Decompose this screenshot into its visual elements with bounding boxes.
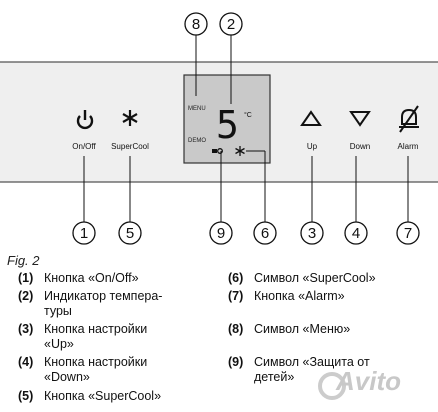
legend-text-cont: «Down» (44, 370, 90, 384)
callout-5-circle (118, 221, 142, 245)
callout-2-number: 2 (227, 16, 235, 33)
callout-1-number: 1 (80, 225, 88, 242)
bell-off-icon[interactable] (399, 105, 419, 133)
legend-item-2: (2) Индикатор темпера-туры (18, 289, 162, 319)
display-snowflake-icon (235, 146, 245, 156)
callout-2-circle (219, 12, 243, 36)
temperature-unit: °C (244, 111, 252, 119)
triangle-up-icon[interactable] (300, 110, 322, 126)
legend-text: Символ «Защита от (254, 355, 370, 369)
temperature-value: 5 (216, 103, 239, 147)
legend-item-3: (3) Кнопка настройки«Up» (18, 322, 147, 352)
callout-3-circle (300, 221, 324, 245)
legend-num: (1) (18, 271, 34, 285)
power-icon[interactable] (76, 110, 94, 130)
figure-label: Fig. 2 (7, 253, 40, 268)
callout-4-number: 4 (352, 225, 360, 242)
legend-item-4: (4) Кнопка настройки«Down» (18, 355, 147, 385)
legend-text-cont: «Up» (44, 337, 74, 351)
callout-6-number: 6 (261, 225, 269, 242)
legend-item-7: (7) Кнопка «Alarm» (228, 289, 345, 304)
legend-num: (9) (228, 355, 244, 369)
legend-text: Кнопка настройки (44, 322, 148, 336)
callout-7-number: 7 (404, 225, 412, 242)
legend-text: Кнопка настройки (44, 355, 148, 369)
legend-text: Кнопка «On/Off» (44, 271, 139, 285)
legend-num: (5) (18, 389, 34, 403)
triangle-down-icon[interactable] (349, 111, 371, 127)
legend-item-5: (5) Кнопка «SuperCool» (18, 389, 161, 404)
callout-8-number: 8 (192, 16, 200, 33)
legend-item-8: (8) Символ «Меню» (228, 322, 350, 337)
legend-text: Индикатор темпера- (44, 289, 163, 303)
callout-9-number: 9 (217, 225, 225, 242)
callout-5-number: 5 (126, 225, 134, 242)
key-lock-icon (212, 148, 223, 154)
demo-symbol: DEMO (188, 138, 206, 144)
legend-item-6: (6) Символ «SuperCool» (228, 271, 376, 286)
callout-8-circle (184, 12, 208, 36)
legend-num: (7) (228, 289, 244, 303)
legend-num: (2) (18, 289, 34, 303)
menu-symbol: MENU (188, 106, 206, 112)
legend-num: (8) (228, 322, 244, 336)
legend-text: Кнопка «Alarm» (254, 289, 345, 303)
legend-text-cont: детей» (254, 370, 295, 384)
callout-9-circle (209, 221, 233, 245)
supercool-button-label[interactable]: SuperCool (111, 142, 149, 151)
leader-lines (83, 34, 409, 222)
onoff-button-label[interactable]: On/Off (72, 142, 96, 151)
snowflake-icon[interactable] (122, 110, 138, 126)
legend-text: Символ «Меню» (254, 322, 351, 336)
watermark: Avito (336, 366, 401, 396)
down-button-label[interactable]: Down (350, 142, 370, 151)
legend-text-cont: туры (44, 304, 72, 318)
callout-1-circle (72, 221, 96, 245)
legend-num: (3) (18, 322, 34, 336)
legend-text: Символ «SuperCool» (254, 271, 376, 285)
control-panel-diagram: MENU DEMO 5 °C On/Off SuperCool Up Down … (0, 12, 438, 245)
callout-4-circle (344, 221, 368, 245)
legend-num: (6) (228, 271, 244, 285)
watermark-logo-icon (318, 372, 346, 400)
legend-item-1: (1) Кнопка «On/Off» (18, 271, 139, 286)
display-window (183, 74, 271, 164)
legend-text: Кнопка «SuperCool» (44, 389, 162, 403)
up-button-label[interactable]: Up (307, 142, 318, 151)
callout-6-circle (253, 221, 277, 245)
alarm-button-label[interactable]: Alarm (398, 142, 419, 151)
legend-num: (4) (18, 355, 34, 369)
callout-3-number: 3 (308, 225, 316, 242)
callout-7-circle (396, 221, 420, 245)
